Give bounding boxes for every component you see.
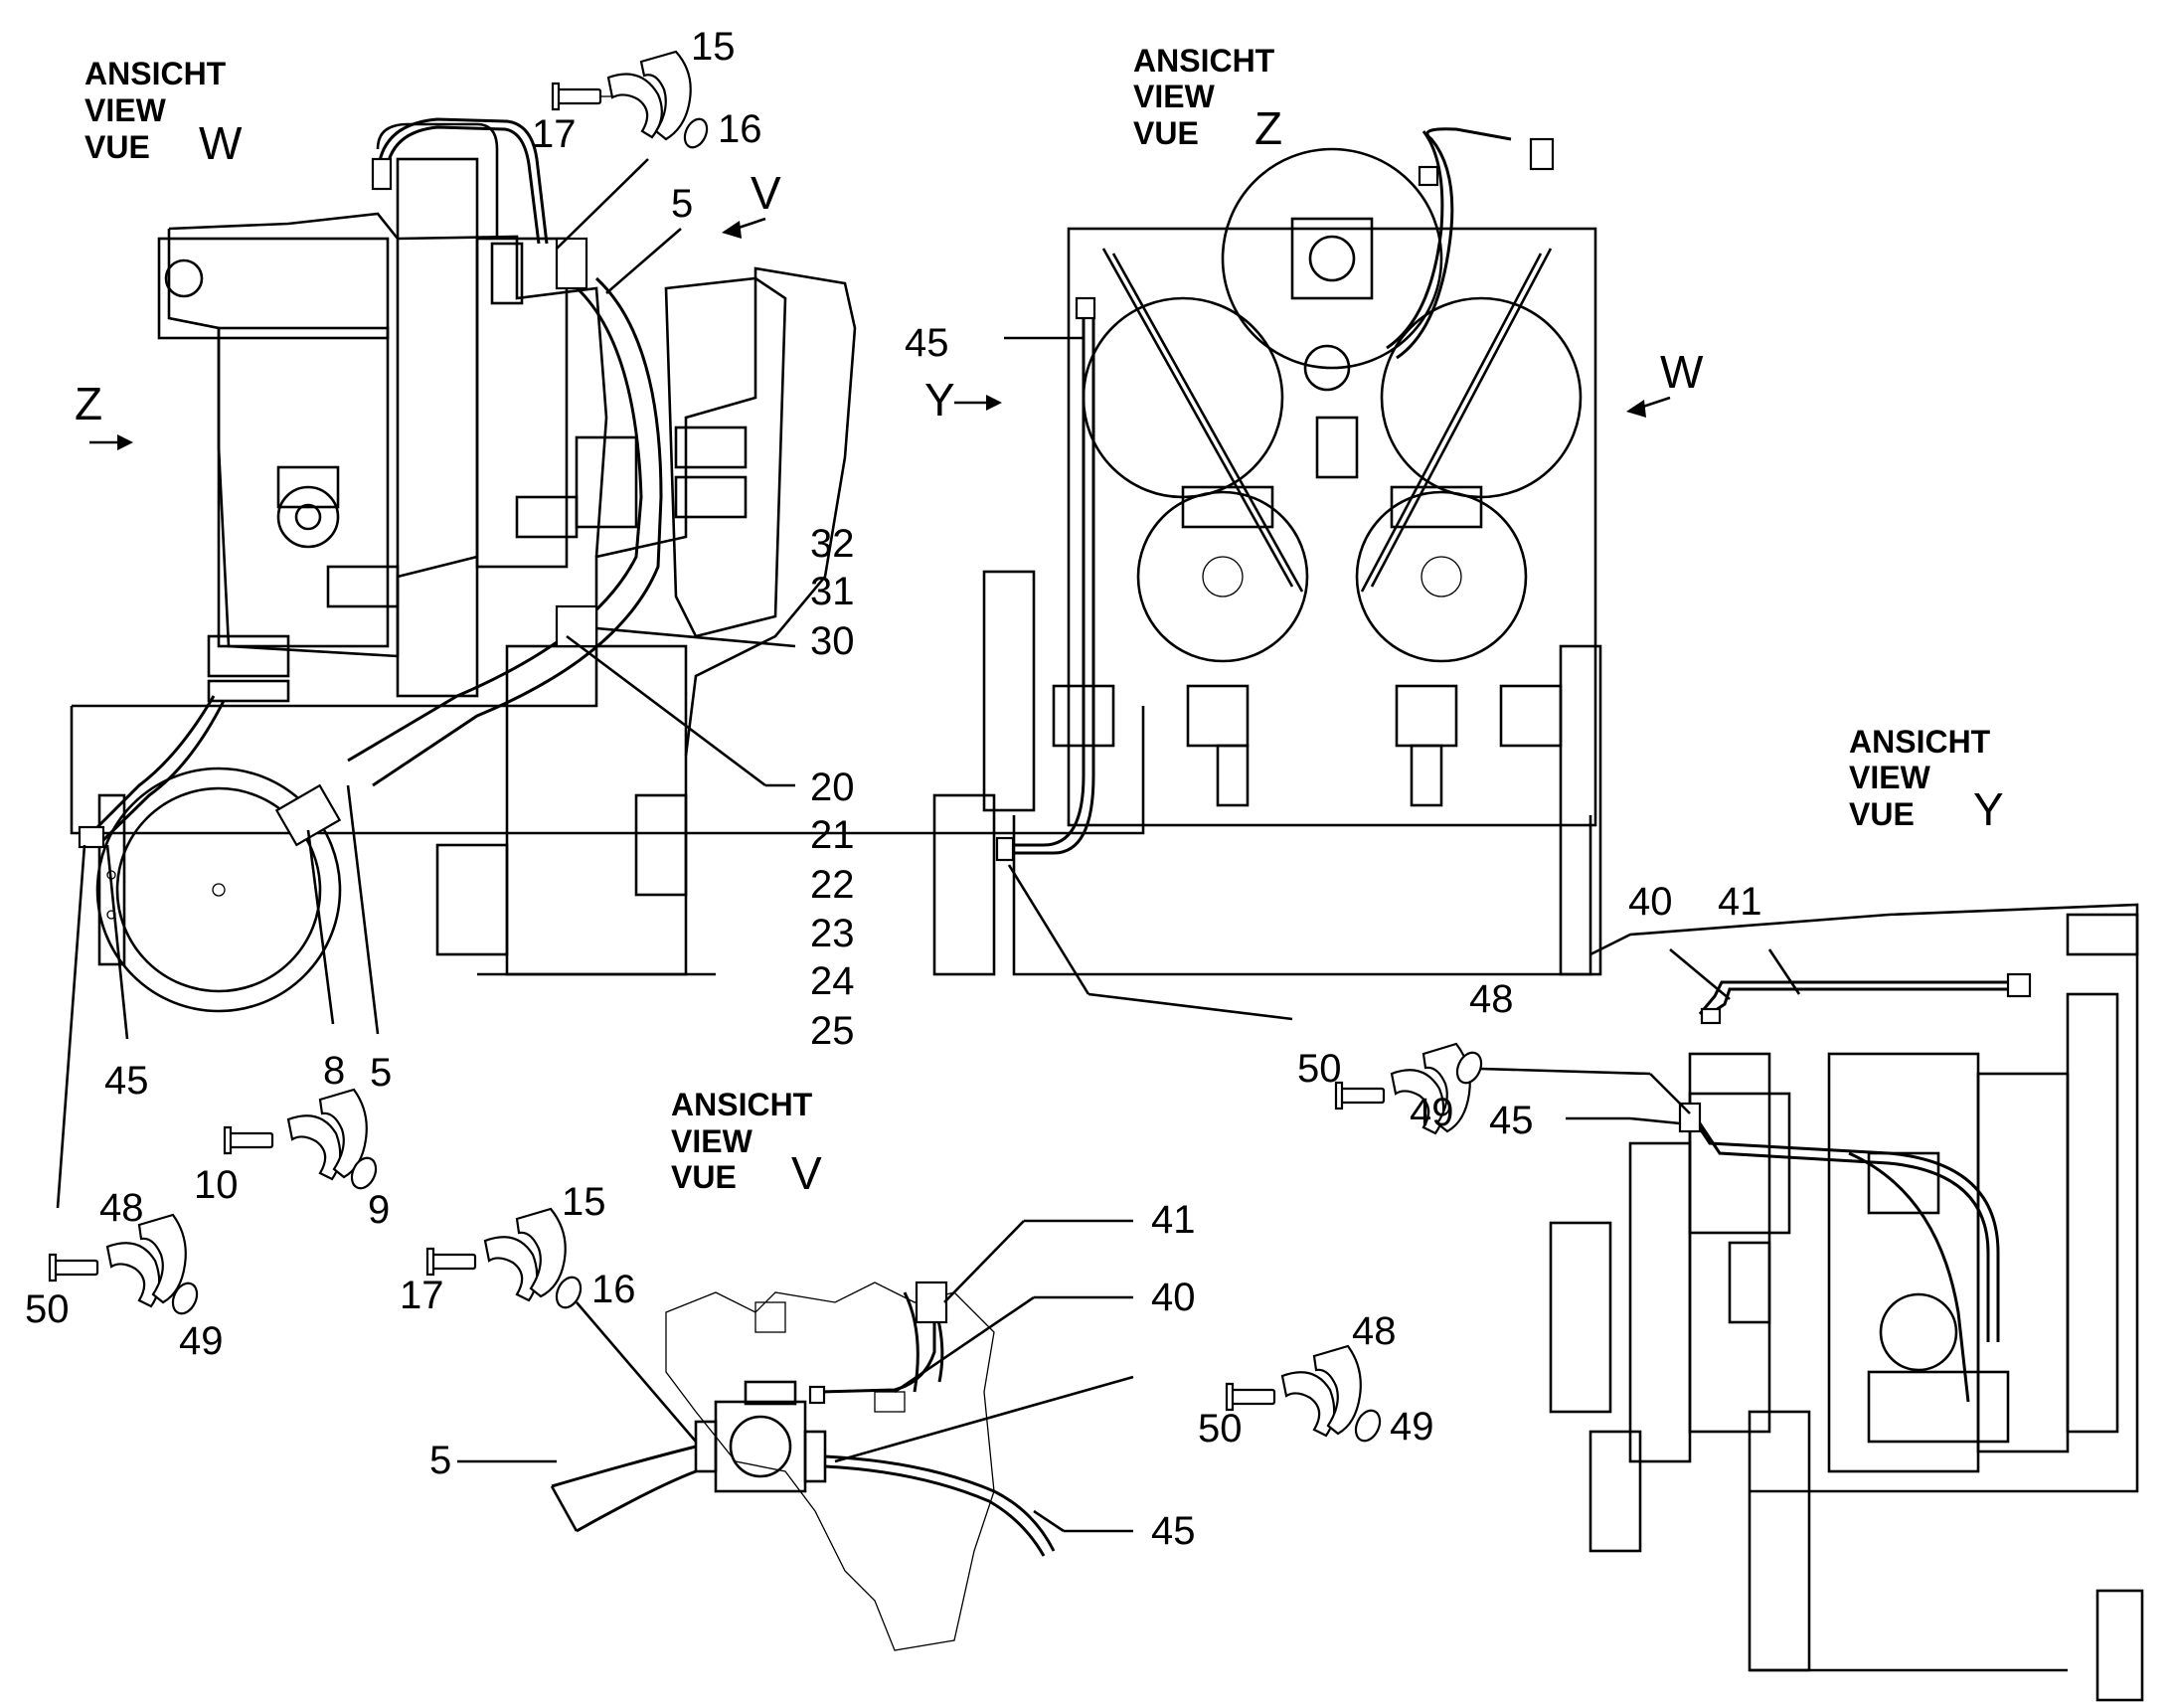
callout-9: 9 <box>368 1188 390 1232</box>
view-title-y: ANSICHT VIEW VUE Y <box>1849 724 2004 835</box>
callout-45: 45 <box>1489 1099 1534 1142</box>
view-w-drawing <box>70 117 1145 1013</box>
flange-clamp-9-10 <box>223 1088 378 1190</box>
svg-text:V: V <box>791 1147 822 1199</box>
svg-text:ANSICHT: ANSICHT <box>1849 724 1991 760</box>
svg-text:VUE: VUE <box>1849 796 1915 832</box>
flange-clamp-z <box>1334 1042 1483 1135</box>
callout-10: 10 <box>194 1163 239 1207</box>
callout-50: 50 <box>1198 1407 1243 1451</box>
callout-24: 24 <box>810 959 855 1003</box>
arrow-letter: W <box>1660 346 1704 398</box>
svg-text:ANSICHT: ANSICHT <box>1133 43 1275 79</box>
view-arrow-v: V <box>722 167 781 239</box>
svg-text:W: W <box>199 117 243 169</box>
arrow-letter: Y <box>924 374 955 426</box>
callout-30: 30 <box>810 619 855 663</box>
svg-text:Y: Y <box>1973 783 2004 835</box>
view-v-drawing <box>550 1281 1056 1651</box>
flange-clamp-v <box>425 1207 583 1309</box>
svg-text:VIEW: VIEW <box>671 1123 753 1159</box>
callout-49: 49 <box>179 1319 224 1363</box>
view-title-z: ANSICHT VIEW VUE Z <box>1133 43 1282 154</box>
callout-15: 15 <box>562 1180 606 1224</box>
svg-text:ANSICHT: ANSICHT <box>84 56 227 91</box>
svg-text:VUE: VUE <box>84 129 150 165</box>
callout-41: 41 <box>1151 1198 1196 1242</box>
callout-48: 48 <box>1469 977 1514 1021</box>
view-arrow-w: W <box>1626 346 1704 418</box>
arrow-letter: V <box>751 167 781 219</box>
callout-16: 16 <box>718 107 762 151</box>
callout-49: 49 <box>1410 1091 1454 1134</box>
callout-8: 8 <box>323 1049 345 1093</box>
flange-clamp-w <box>551 50 709 149</box>
svg-text:VIEW: VIEW <box>84 92 167 128</box>
svg-text:Z: Z <box>1254 102 1282 154</box>
callout-50: 50 <box>1297 1047 1342 1091</box>
callout-45: 45 <box>905 321 949 365</box>
callout-21: 21 <box>810 813 855 857</box>
callout-20: 20 <box>810 766 855 809</box>
callout-48: 48 <box>99 1186 144 1230</box>
view-title-v: ANSICHT VIEW VUE V <box>671 1087 822 1199</box>
callout-40: 40 <box>1151 1276 1196 1319</box>
callout-45: 45 <box>104 1059 149 1103</box>
view-y-drawing <box>1549 903 2144 1702</box>
callout-48: 48 <box>1352 1309 1397 1353</box>
callout-15: 15 <box>691 25 736 69</box>
callout-49: 49 <box>1390 1405 1434 1449</box>
callout-50: 50 <box>25 1287 70 1331</box>
view-title-w: ANSICHT VIEW VUE W <box>84 56 243 169</box>
svg-text:VIEW: VIEW <box>1133 79 1216 114</box>
view-arrow-y: Y <box>924 374 1002 426</box>
callout-40: 40 <box>1628 880 1673 924</box>
callout-16: 16 <box>591 1268 636 1311</box>
callout-25: 25 <box>810 1009 855 1053</box>
callout-23: 23 <box>810 912 855 955</box>
callout-22: 22 <box>810 863 855 907</box>
callout-5: 5 <box>370 1051 392 1095</box>
callout-5: 5 <box>429 1439 451 1482</box>
callout-17: 17 <box>400 1274 444 1317</box>
leader-lines <box>56 158 1801 1533</box>
callout-45: 45 <box>1151 1509 1196 1553</box>
view-z-drawing <box>932 127 1602 976</box>
svg-text:VUE: VUE <box>1133 115 1199 151</box>
callout-41: 41 <box>1718 880 1762 924</box>
callouts: 15 16 17 5 32 31 30 20 21 22 23 24 25 45… <box>25 25 1762 1553</box>
callout-32: 32 <box>810 522 855 566</box>
callout-17: 17 <box>532 112 577 156</box>
flange-clamp-48-49-50-left <box>48 1213 199 1315</box>
callout-31: 31 <box>810 570 855 613</box>
svg-text:ANSICHT: ANSICHT <box>671 1087 813 1122</box>
svg-text:VIEW: VIEW <box>1849 760 1931 795</box>
view-arrow-z-left: Z <box>75 378 133 450</box>
flange-clamp-v2 <box>1225 1344 1382 1443</box>
callout-5: 5 <box>671 182 693 226</box>
arrow-letter: Z <box>75 378 102 429</box>
svg-text:VUE: VUE <box>671 1159 737 1195</box>
